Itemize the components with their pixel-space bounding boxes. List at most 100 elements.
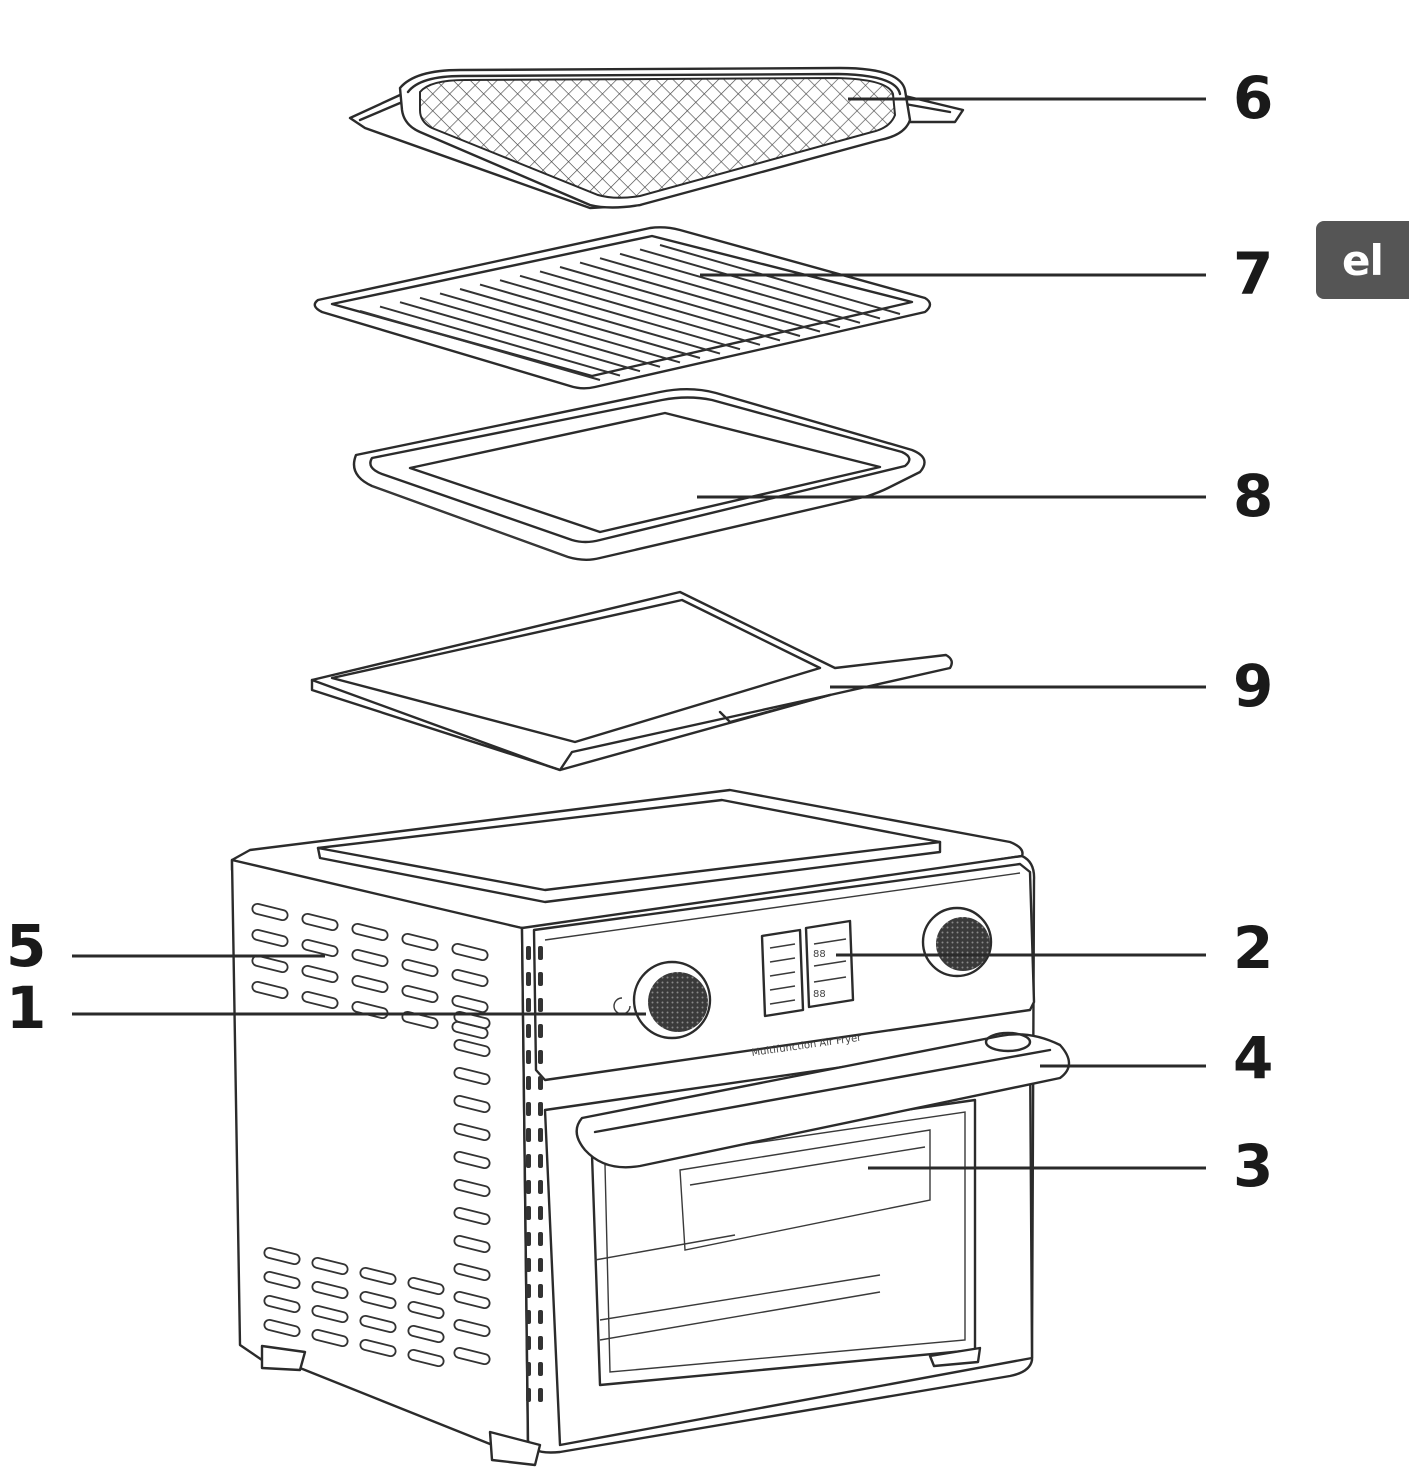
edge-dash [526, 1284, 531, 1298]
callout-6: 6 [1233, 64, 1273, 132]
leader-lines [72, 97, 1206, 1170]
edge-dash [538, 1180, 543, 1194]
lcd-display: 88 88 [760, 919, 855, 1018]
wire-rack [313, 226, 932, 390]
edge-dash [526, 1336, 531, 1350]
vent-slot [359, 1314, 397, 1334]
vent-slot [453, 1262, 491, 1282]
edge-dash [526, 1128, 531, 1142]
vent-slot [451, 968, 489, 988]
edge-dash [538, 1232, 543, 1246]
vent-slot [453, 1206, 491, 1226]
baking-tray [352, 388, 926, 561]
vent-slot [301, 964, 339, 984]
left-knob [613, 960, 712, 1040]
language-tab-label: el [1342, 235, 1384, 285]
edge-dash [538, 1102, 543, 1116]
edge-dash [538, 972, 543, 986]
edge-dash [538, 946, 543, 960]
edge-dash [538, 1206, 543, 1220]
vent-slot [407, 1276, 445, 1296]
vent-slot [359, 1290, 397, 1310]
vent-slot [453, 1150, 491, 1170]
rack-bar [379, 305, 621, 377]
rack-bar [599, 257, 841, 329]
edge-dash [526, 1206, 531, 1220]
vent-slot [453, 1094, 491, 1114]
vent-slot [453, 1122, 491, 1142]
edge-dash [526, 972, 531, 986]
rack-bar [399, 301, 641, 373]
callout-3: 3 [1233, 1132, 1273, 1200]
rack-bar [459, 288, 701, 359]
vent-slot [351, 974, 389, 994]
rack-bar [539, 270, 781, 342]
rack-bar [519, 274, 761, 346]
language-tab[interactable]: el [1316, 221, 1409, 299]
rack-bar [659, 244, 901, 315]
side-vent-slots [251, 902, 491, 1368]
rack-bar [439, 292, 681, 364]
edge-dash [538, 1284, 543, 1298]
callout-8: 8 [1233, 462, 1273, 530]
mesh-basket [348, 66, 965, 210]
vent-slot [453, 1038, 491, 1058]
vent-slot [407, 1324, 445, 1344]
edge-dash [538, 1154, 543, 1168]
edge-dash [526, 1102, 531, 1116]
callout-4: 4 [1233, 1024, 1273, 1092]
vent-slot [453, 1178, 491, 1198]
rack-bars [359, 244, 901, 381]
vent-slot [401, 958, 439, 978]
callout-1: 1 [6, 974, 46, 1042]
edge-dash [526, 1258, 531, 1272]
edge-dash [526, 1154, 531, 1168]
edge-dash [538, 998, 543, 1012]
vent-slot [263, 1294, 301, 1314]
vent-slot [407, 1300, 445, 1320]
vent-slot [451, 994, 489, 1014]
edge-dash [526, 1076, 531, 1090]
rack-bar [499, 279, 741, 351]
edge-dash [538, 1024, 543, 1038]
rack-bar [639, 248, 881, 320]
rack-bar [419, 296, 661, 368]
edge-dash [538, 1128, 543, 1142]
edge-dash [526, 1232, 531, 1246]
vent-slot [251, 928, 289, 948]
edge-dash [538, 1388, 543, 1402]
vent-slot [251, 902, 289, 922]
crumb-tray [310, 590, 953, 772]
edge-dash [526, 1180, 531, 1194]
callout-9: 9 [1233, 652, 1273, 720]
edge-dash [538, 1310, 543, 1324]
right-knob [921, 906, 993, 978]
rack-bar [579, 261, 821, 333]
callout-7: 7 [1233, 240, 1273, 308]
edge-dash [526, 946, 531, 960]
callout-2: 2 [1233, 914, 1273, 982]
vent-slot [311, 1256, 349, 1276]
rack-bar [359, 310, 601, 381]
rack-bar [479, 283, 721, 355]
vent-slot [359, 1338, 397, 1358]
vent-slot [407, 1348, 445, 1368]
edge-dash [526, 998, 531, 1012]
vent-slot [263, 1270, 301, 1290]
vent-slot [453, 1290, 491, 1310]
vent-slot [453, 1234, 491, 1254]
vent-slot [453, 1346, 491, 1366]
vent-slot [351, 922, 389, 942]
vent-slot [351, 948, 389, 968]
vent-slot [301, 938, 339, 958]
vent-slot [453, 1066, 491, 1086]
vent-slot [311, 1280, 349, 1300]
svg-text:88: 88 [813, 949, 826, 960]
edge-dash [526, 1050, 531, 1064]
edge-dash [526, 1310, 531, 1324]
vent-slot [311, 1304, 349, 1324]
rack-bar [619, 252, 861, 324]
vent-slot [401, 932, 439, 952]
vent-slot [451, 942, 489, 962]
vent-slot [311, 1328, 349, 1348]
